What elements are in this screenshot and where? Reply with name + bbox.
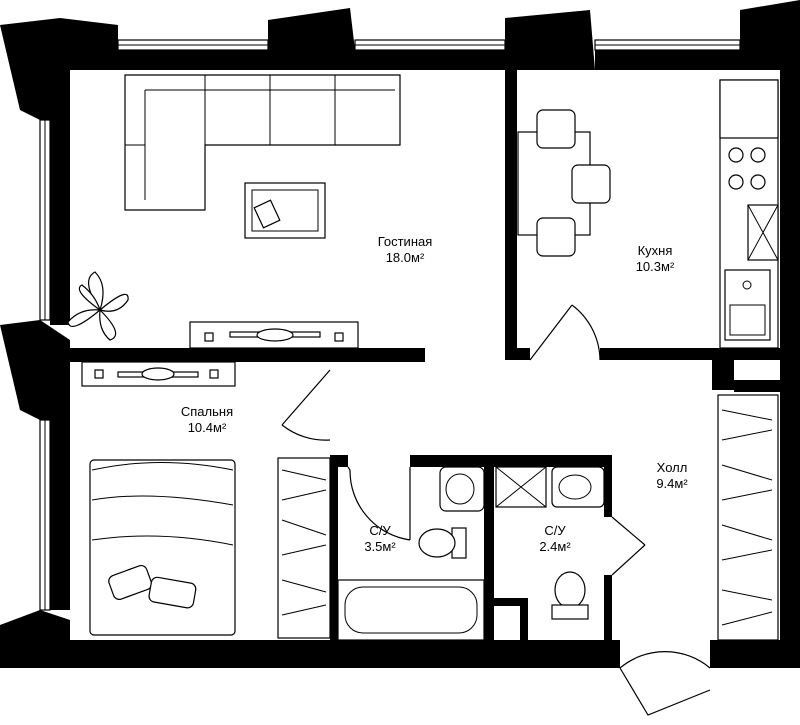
wall-top-2 [355, 50, 505, 70]
wall-bottom [280, 640, 620, 668]
pillow-1 [108, 564, 153, 600]
wall-bath2-step-v [520, 598, 528, 640]
wall-bath2-right [604, 455, 612, 517]
door-kitchen [529, 304, 601, 361]
wall-right [780, 360, 800, 668]
wardrobe-bedroom [277, 457, 331, 639]
wall-bath-divider [484, 455, 494, 640]
room-labels: Гостиная 18.0м² Кухня 10.3м² Спальня 10.… [181, 234, 688, 554]
door-bath2 [611, 516, 646, 576]
kitchen-furniture [517, 79, 779, 349]
wall-top-3 [595, 50, 740, 70]
bedroom-furniture [81, 361, 331, 639]
bathtub [337, 579, 485, 641]
wall-pillar-top-left [0, 18, 118, 120]
room-area-bath1: 3.5м² [364, 539, 396, 554]
living-furniture [67, 74, 401, 349]
bath2-furniture [495, 466, 605, 620]
wardrobe-hall [717, 394, 779, 641]
wall-kitchen-bottom-right [600, 348, 780, 360]
wall-kitchen-left [505, 70, 517, 360]
room-area-bedroom: 10.4м² [188, 420, 227, 435]
wall-living-bedroom [70, 348, 425, 362]
wall-top-1 [118, 50, 268, 70]
hall-furniture [717, 394, 779, 641]
chair-top [536, 109, 576, 149]
sink-bath1 [439, 466, 485, 512]
wall-bath2-step [494, 598, 528, 606]
sink-bath2 [551, 466, 605, 508]
wall-bath2-right-low [604, 575, 612, 640]
walls [0, 0, 800, 668]
wall-pillar-left-bottom [0, 610, 280, 668]
room-name-bath1: С/У [369, 523, 391, 538]
room-name-living: Гостиная [378, 234, 433, 249]
door-bath1 [347, 466, 411, 541]
chair-right [571, 164, 611, 204]
toilet-icon [551, 571, 589, 620]
wall-hall-closet-b [734, 380, 780, 392]
room-name-kitchen: Кухня [638, 243, 673, 258]
room-area-living: 18.0м² [386, 250, 425, 265]
wall-bath1-left [330, 455, 338, 640]
room-name-hall: Холл [657, 460, 688, 475]
wall-hall-closet [712, 360, 734, 390]
bed [89, 459, 236, 636]
bath1-furniture [337, 466, 485, 641]
wall-bath1-top-left [330, 455, 348, 467]
wall-bath-top [410, 455, 610, 467]
wall-kitchen-bottom-left [505, 348, 530, 360]
door-bedroom [281, 369, 331, 441]
wall-left-inner-top [50, 120, 70, 325]
room-name-bath2: С/У [544, 523, 566, 538]
room-name-bedroom: Спальня [181, 404, 233, 419]
wall-pillar-top-right [740, 0, 800, 360]
wall-left-inner-bottom [50, 420, 70, 610]
pillow-2 [148, 576, 197, 609]
windows [39, 39, 741, 611]
door-entrance [619, 651, 711, 716]
plant-icon [67, 271, 129, 341]
room-area-hall: 9.4м² [656, 476, 688, 491]
room-area-kitchen: 10.3м² [636, 259, 675, 274]
fridge [719, 79, 779, 139]
room-area-bath2: 2.4м² [539, 539, 571, 554]
wall-pillar-left-mid [0, 320, 70, 420]
wall-pillar-top-mid [268, 8, 355, 70]
toilet-icon [418, 527, 467, 559]
chair-bottom [536, 217, 576, 257]
stove-icon [728, 147, 766, 190]
doors [281, 304, 711, 716]
wall-pillar-top-kitchen [505, 10, 595, 70]
